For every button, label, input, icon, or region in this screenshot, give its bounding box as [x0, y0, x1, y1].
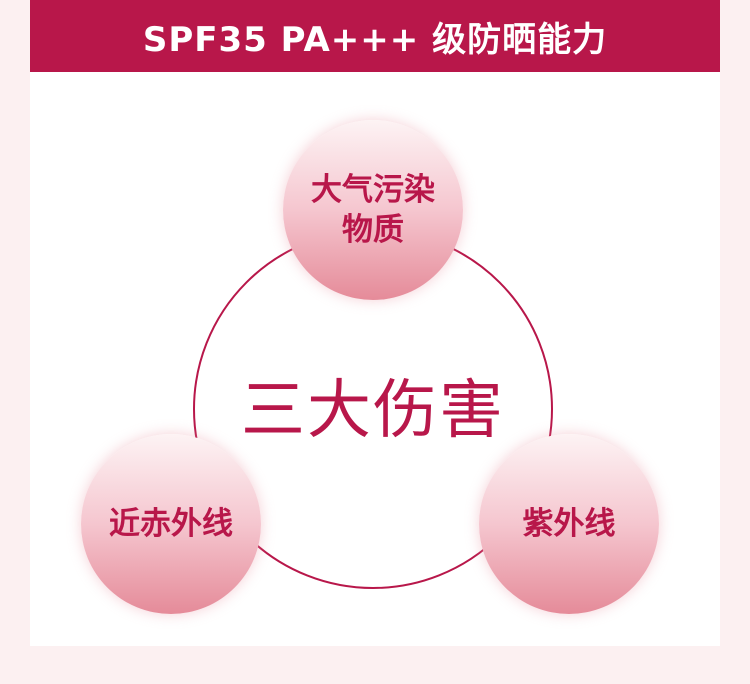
- bubble-near-infrared: 近赤外线: [81, 434, 261, 614]
- header-title: SPF35 PA+++ 级防晒能力: [142, 19, 608, 60]
- bubble-near-infrared-label: 近赤外线: [109, 506, 233, 542]
- header-banner: SPF35 PA+++ 级防晒能力: [30, 0, 720, 72]
- bubble-air-pollution: 大气污染 物质: [283, 120, 463, 300]
- bubble-ultraviolet: 紫外线: [479, 434, 659, 614]
- bubble-ultraviolet-label: 紫外线: [522, 506, 616, 542]
- bubble-air-pollution-line2: 物质: [342, 212, 404, 248]
- bubble-air-pollution-line1: 大气污染: [311, 172, 435, 208]
- center-title: 三大伤害: [241, 374, 505, 448]
